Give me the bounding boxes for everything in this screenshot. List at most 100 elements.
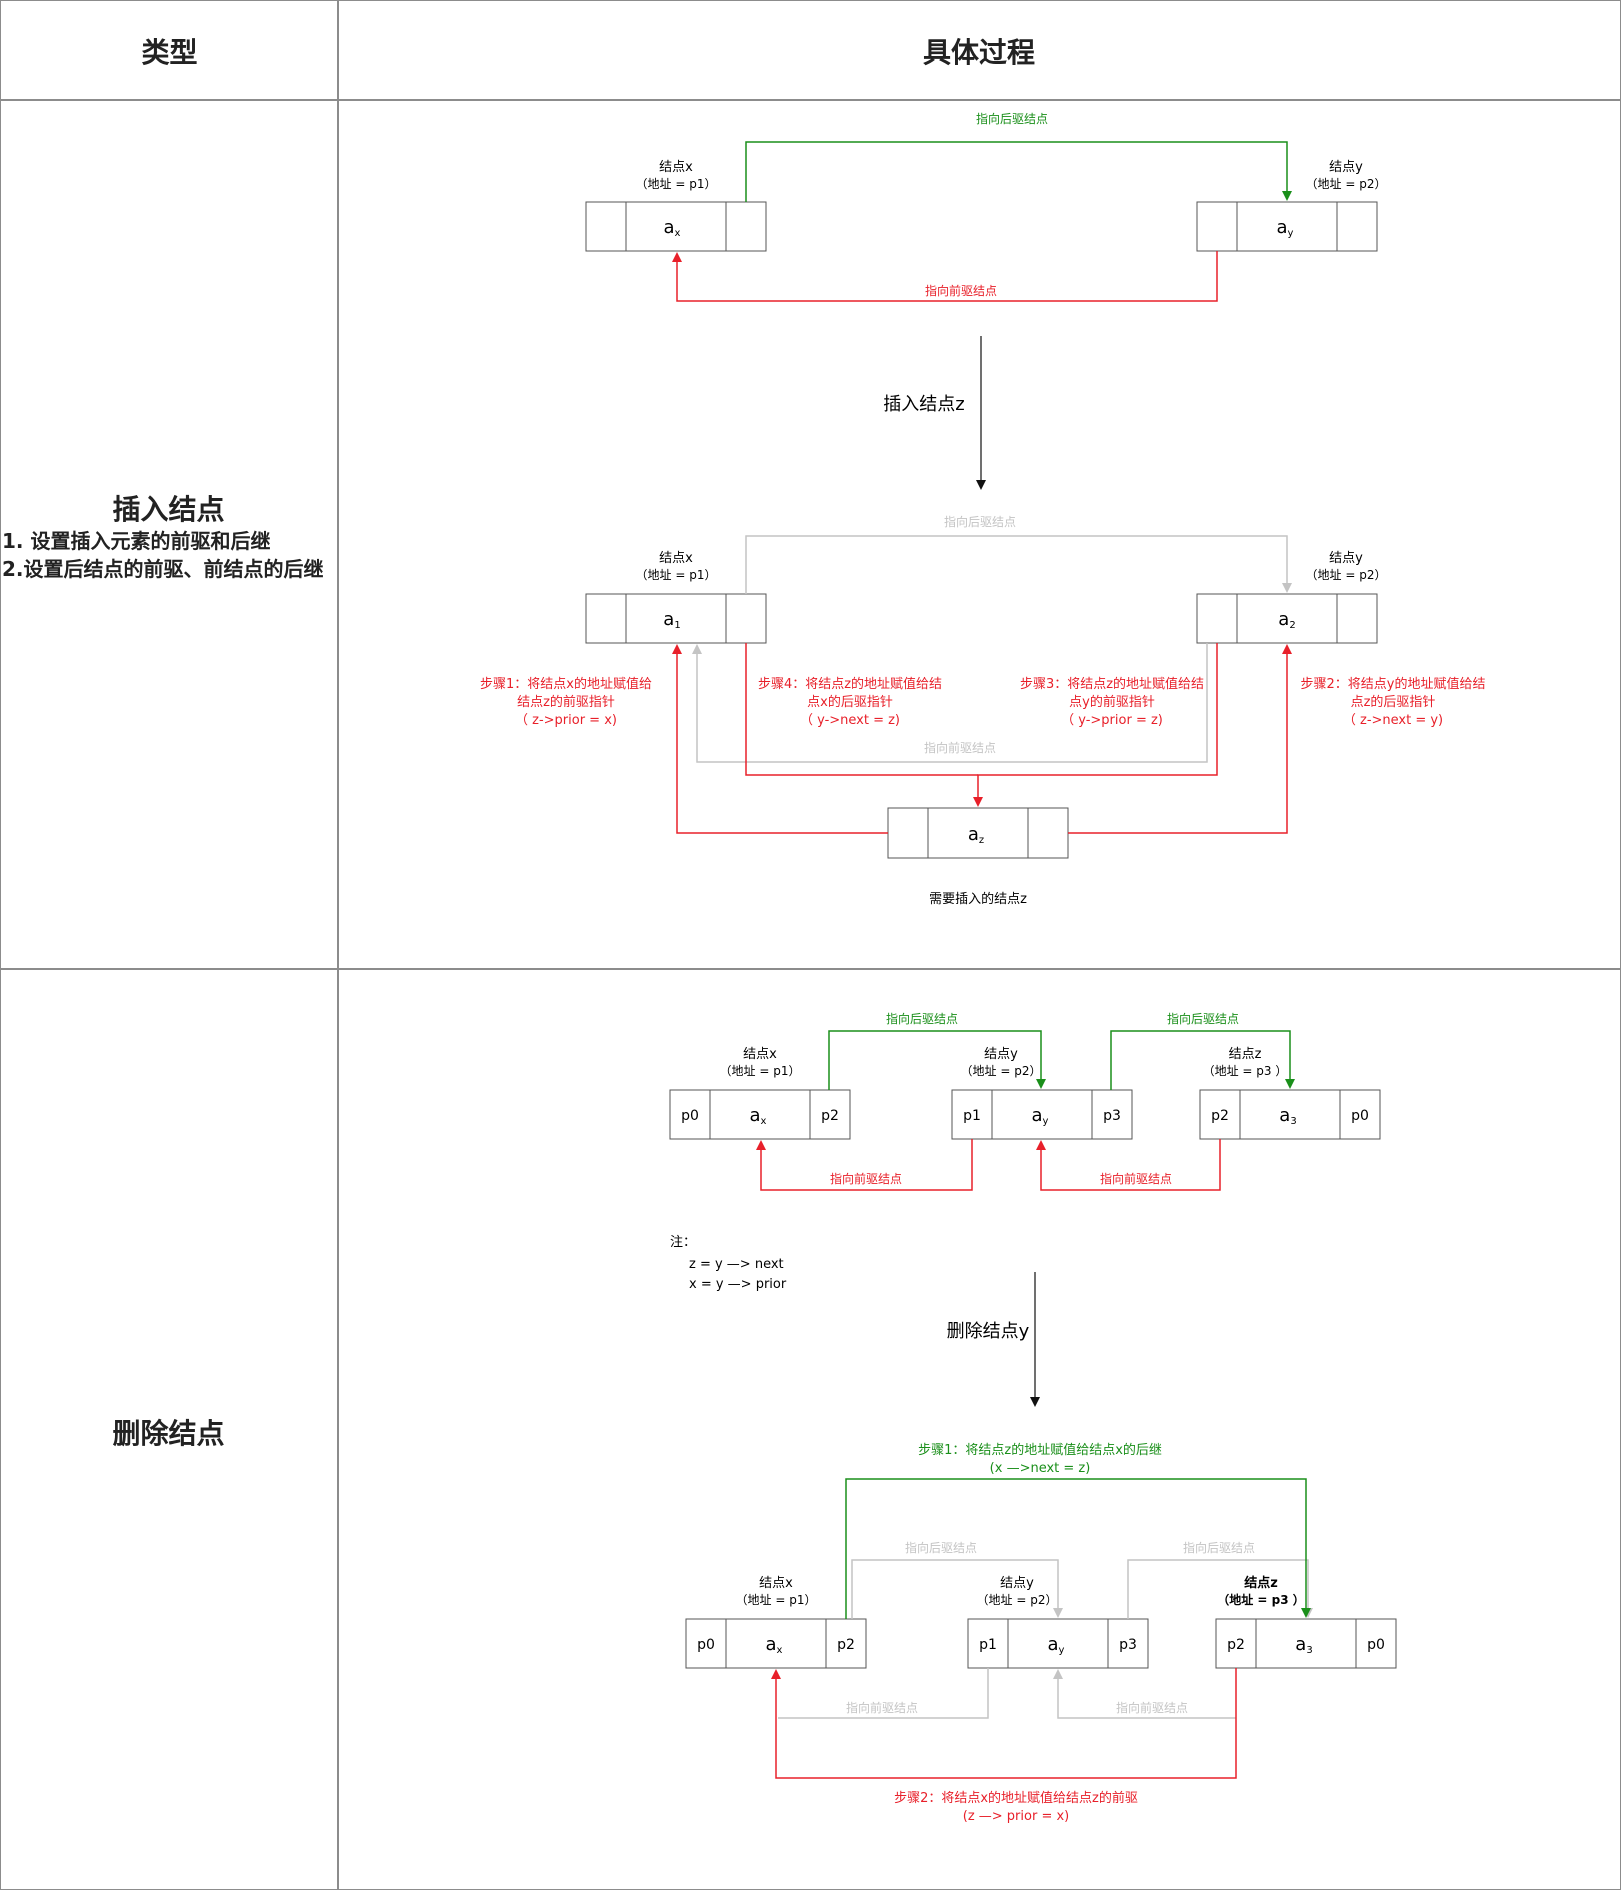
- node-z-address: （地址 = p3 ）: [1217, 1592, 1305, 1607]
- node-y-value: a2: [1278, 609, 1295, 631]
- node-x: ax: [585, 201, 767, 252]
- note-line-1: z = y —> next: [689, 1257, 784, 1272]
- prior-pointer-arrow-1: [756, 1139, 973, 1191]
- prior-pointer-label-2: 指向前驱结点: [1100, 1171, 1172, 1186]
- node-y-name: 结点y: [1329, 160, 1363, 175]
- delete-arrow-label: 删除结点y: [947, 1321, 1030, 1342]
- node-y-address: （地址 = p2）: [977, 1593, 1058, 1607]
- cell-prior: p2: [1227, 1637, 1245, 1653]
- step3-arrow: [973, 643, 1218, 807]
- old-next-pointer-arrow-2: [1127, 1559, 1313, 1619]
- node-z-address: （地址 = p3 ）: [1203, 1064, 1288, 1078]
- cell-prior: p1: [963, 1108, 981, 1124]
- next-pointer-arrow-2: [1110, 1030, 1295, 1090]
- step1-arrow: [672, 644, 888, 834]
- delete-note: 注： z = y —> next x = y —> prior: [670, 1235, 787, 1292]
- node-x: a1: [585, 593, 767, 644]
- node-x-address: （地址 = p1）: [636, 568, 717, 582]
- insert-step-line-1: 1. 设置插入元素的前驱和后继: [2, 529, 271, 553]
- old-next-pointer-arrow-1: [851, 1559, 1063, 1619]
- step3-label-line3: （ y->prior = z): [1061, 713, 1163, 728]
- step1-label-line2: (x —>next = z): [990, 1461, 1091, 1476]
- prior-pointer-label: 指向前驱结点: [925, 283, 997, 298]
- delete-after: 结点x （地址 = p1） 结点y （地址 = p2） 结点z （地址 = p3…: [685, 1442, 1397, 1824]
- step2-arrow: [1068, 644, 1292, 834]
- prior-pointer-label-1: 指向前驱结点: [830, 1171, 902, 1186]
- node-x-value: a1: [663, 609, 680, 631]
- node-x: p0 ax p2: [669, 1089, 851, 1140]
- cell-prior: p1: [979, 1637, 997, 1653]
- step4-label-line2: 点x的后驱指针: [807, 694, 893, 710]
- cell-next: p2: [821, 1108, 839, 1124]
- prior-pointer-arrow: [672, 251, 1218, 302]
- node-y-name: 结点y: [1000, 1576, 1034, 1591]
- cell-prior: p0: [681, 1108, 699, 1124]
- next-pointer-label-2: 指向后驱结点: [1167, 1011, 1239, 1026]
- step4-label-line1: 步骤4：将结点z的地址赋值给结: [758, 676, 942, 692]
- cell-value: ax: [766, 1634, 783, 1656]
- node-z-name: 结点z: [1229, 1047, 1262, 1062]
- node-y-address: （地址 = p2）: [1306, 177, 1387, 191]
- node-y: ay: [1196, 201, 1378, 252]
- step3-label-line1: 步骤3：将结点z的地址赋值给结: [1020, 676, 1204, 692]
- node-y: p1 ay p3: [967, 1618, 1149, 1669]
- delete-transition: 删除结点y: [947, 1272, 1040, 1407]
- node-y-value: ay: [1277, 217, 1294, 239]
- node-y-address: （地址 = p2）: [961, 1064, 1042, 1078]
- old-next-pointer-label-1: 指向后驱结点: [905, 1540, 977, 1555]
- step2-arrow: [771, 1668, 1237, 1779]
- step4-label-line3: （ y->next = z): [800, 713, 900, 728]
- cell-value: ax: [750, 1105, 767, 1127]
- old-prior-pointer-label: 指向前驱结点: [924, 740, 996, 755]
- node-z: p2 a3 p0: [1215, 1618, 1397, 1669]
- cell-next: p0: [1367, 1637, 1385, 1653]
- node-z-name: 结点z: [1244, 1575, 1278, 1591]
- next-pointer-label: 指向后驱结点: [976, 111, 1048, 126]
- header-process-label: 具体过程: [922, 35, 1035, 69]
- node-y-address: （地址 = p2）: [1306, 568, 1387, 582]
- node-x-name: 结点x: [659, 551, 693, 566]
- node-z: az: [887, 807, 1069, 859]
- step1-label-line3: （ z->prior = x): [515, 713, 617, 728]
- step4-arrow: [745, 643, 978, 776]
- cell-prior: p0: [697, 1637, 715, 1653]
- cell-next: p0: [1351, 1108, 1369, 1124]
- step1-label-line1: 步骤1：将结点x的地址赋值给: [480, 676, 652, 692]
- node-x-value: ax: [664, 217, 681, 239]
- node-y: a2: [1196, 593, 1378, 644]
- insert-arrow-label: 插入结点z: [883, 394, 964, 415]
- node-x: p0 ax p2: [685, 1618, 867, 1669]
- note-line-2: x = y —> prior: [689, 1277, 787, 1292]
- next-pointer-label-1: 指向后驱结点: [886, 1011, 958, 1026]
- cell-prior: p2: [1211, 1108, 1229, 1124]
- node-y-name: 结点y: [984, 1047, 1018, 1062]
- node-y: p1 ay p3: [951, 1089, 1133, 1140]
- old-prior-pointer-label-2: 指向前驱结点: [1116, 1700, 1188, 1715]
- old-next-pointer-arrow: [745, 535, 1292, 594]
- node-z: p2 a3 p0: [1199, 1089, 1381, 1140]
- insert-step-line-2: 2.设置后结点的前驱、前结点的后继: [2, 557, 324, 581]
- old-prior-pointer-arrow-2: [1053, 1669, 1236, 1719]
- node-x-address: （地址 = p1）: [636, 177, 717, 191]
- cell-value: ay: [1032, 1105, 1049, 1127]
- cell-value: ay: [1048, 1634, 1065, 1656]
- cell-next: p3: [1103, 1108, 1121, 1124]
- node-x-name: 结点x: [743, 1047, 777, 1062]
- delete-before: 结点x （地址 = p1） 结点y （地址 = p2） 结点z （地址 = p3…: [669, 1011, 1381, 1191]
- insert-transition: 插入结点z: [883, 336, 986, 490]
- header-type: 类型: [0, 0, 339, 101]
- node-z-caption: 需要插入的结点z: [929, 891, 1027, 907]
- step1-arrow: [845, 1478, 1311, 1619]
- insert-after: 结点x （地址 = p1） a1 结点y （地址 = p2） a2 az 需要插…: [480, 514, 1485, 907]
- insert-type-cell: [0, 99, 339, 970]
- node-x-name: 结点x: [659, 160, 693, 175]
- prior-pointer-arrow-2: [1036, 1139, 1221, 1191]
- node-x-address: （地址 = p1）: [736, 1593, 817, 1607]
- step1-label-line2: 结点z的前驱指针: [517, 694, 615, 710]
- step1-label-line1: 步骤1：将结点z的地址赋值给结点x的后继: [918, 1442, 1162, 1458]
- cell-value: a3: [1295, 1634, 1312, 1656]
- node-y-name: 结点y: [1329, 551, 1363, 566]
- header-process: 具体过程: [337, 0, 1621, 101]
- old-next-pointer-label: 指向后驱结点: [944, 514, 1016, 529]
